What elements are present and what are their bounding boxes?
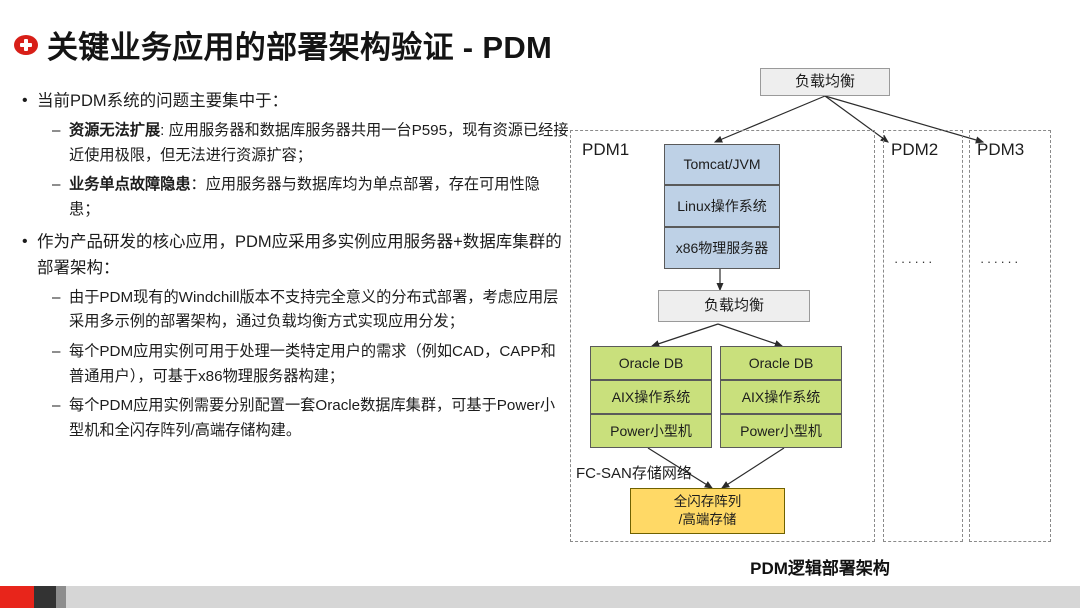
bullet-marker: – — [52, 122, 61, 140]
bullet-marker: • — [22, 232, 28, 250]
db2-cell-power: Power小型机 — [720, 414, 842, 448]
bullet-marker: – — [52, 342, 61, 360]
app-stack-cell-label: Linux操作系统 — [677, 197, 767, 214]
footer-block-light — [66, 586, 1080, 608]
bullet-emphasis: 资源无法扩展 — [69, 122, 161, 140]
panel-pdm2 — [883, 130, 963, 542]
db2-cell-aix: AIX操作系统 — [720, 380, 842, 414]
panel-pdm2-label: PDM2 — [891, 140, 939, 159]
app-stack-cell-linux: Linux操作系统 — [664, 185, 780, 227]
footer-bar — [0, 586, 1080, 608]
bullet-item-2: – 资源无法扩展: 应用服务器和数据库服务器共用一台P595，现有资源已经接近使… — [52, 119, 570, 168]
bullet-text: 由于PDM现有的Windchill版本不支持完全意义的分布式部署，考虑应用层采用… — [69, 288, 559, 331]
bullet-item-5: – 由于PDM现有的Windchill版本不支持完全意义的分布式部署，考虑应用层… — [52, 286, 570, 335]
fcsan-label: FC-SAN存储网络 — [576, 465, 692, 482]
bullet-item-4: • 作为产品研发的核心应用，PDM应采用多实例应用服务器+数据库集群的部署架构： — [22, 229, 570, 281]
bullet-rest: : 应用服务器和数据库服务器共用一台P595，现有资源已经接近使用极限，但无法进… — [69, 122, 569, 164]
db1-cell-power: Power小型机 — [590, 414, 712, 448]
plus-circle-icon — [14, 34, 38, 55]
bullet-item-3: – 业务单点故障隐患：应用服务器与数据库均为单点部署，存在可用性隐患； — [52, 173, 570, 222]
db1-cell-aix: AIX操作系统 — [590, 380, 712, 414]
mid-load-balancer-box: 负载均衡 — [658, 290, 810, 322]
bullet-text: 每个PDM应用实例需要分别配置一套Oracle数据库集群，可基于Power小型机… — [69, 397, 556, 439]
bullet-item-6: – 每个PDM应用实例可用于处理一类特定用户的需求（例如CAD，CAPP和普通用… — [52, 340, 570, 389]
app-stack-cell-label: Tomcat/JVM — [683, 156, 761, 173]
footer-block-gray — [56, 586, 66, 608]
db-cell-label: AIX操作系统 — [611, 388, 691, 405]
db-cell-label: Power小型机 — [610, 422, 692, 439]
top-load-balancer-box: 负载均衡 — [760, 68, 890, 96]
panel-pdm2-ellipsis: ······ — [894, 254, 935, 269]
db-cell-label: Oracle DB — [748, 354, 814, 371]
bullet-list: • 当前PDM系统的问题主要集中于： – 资源无法扩展: 应用服务器和数据库服务… — [22, 88, 570, 448]
storage-line-2: /高端存储 — [678, 512, 737, 527]
page-title: 关键业务应用的部署架构验证 - PDM — [14, 22, 552, 67]
app-stack-cell-tomcat: Tomcat/JVM — [664, 144, 780, 185]
panel-pdm3-ellipsis: ······ — [980, 254, 1021, 269]
panel-pdm3-label: PDM3 — [977, 140, 1025, 159]
page-title-text: 关键业务应用的部署架构验证 - PDM — [47, 30, 553, 65]
bullet-marker: – — [52, 397, 61, 415]
bullet-text: 作为产品研发的核心应用，PDM应采用多实例应用服务器+数据库集群的部署架构： — [37, 232, 562, 277]
pdm-architecture-diagram: 负载均衡 PDM1 PDM2 ······ PDM3 ······ Tomcat… — [560, 56, 1080, 608]
db-cell-label: Power小型机 — [740, 422, 822, 439]
app-stack-cell-label: x86物理服务器 — [675, 239, 769, 256]
mid-load-balancer-label: 负载均衡 — [703, 297, 764, 315]
bullet-marker: • — [22, 92, 28, 109]
bullet-text: 当前PDM系统的问题主要集中于： — [37, 92, 289, 110]
storage-array-box: 全闪存阵列 /高端存储 — [630, 488, 785, 534]
db2-cell-oracle: Oracle DB — [720, 346, 842, 380]
footer-block-red — [0, 586, 34, 608]
bullet-marker: – — [52, 176, 61, 194]
bullet-marker: – — [52, 288, 61, 306]
bullet-emphasis: 业务单点故障隐患 — [69, 176, 191, 194]
bullet-item-1: • 当前PDM系统的问题主要集中于： — [22, 88, 570, 114]
bullet-text: 每个PDM应用实例可用于处理一类特定用户的需求（例如CAD，CAPP和普通用户）… — [69, 342, 556, 385]
footer-block-dark — [34, 586, 56, 608]
top-load-balancer-label: 负载均衡 — [794, 73, 855, 91]
diagram-connectors — [647, 95, 985, 489]
db-cell-label: Oracle DB — [618, 354, 684, 371]
diagram-caption: PDM逻辑部署架构 — [750, 559, 890, 578]
bullet-item-7: – 每个PDM应用实例需要分别配置一套Oracle数据库集群，可基于Power小… — [52, 394, 570, 443]
bullet-text: 业务单点故障隐患：应用服务器与数据库均为单点部署，存在可用性隐患； — [69, 173, 570, 222]
panel-pdm3 — [969, 130, 1051, 542]
panel-pdm1-label: PDM1 — [582, 140, 630, 159]
panel-pdm1 — [570, 130, 875, 542]
bullet-text: 资源无法扩展: 应用服务器和数据库服务器共用一台P595，现有资源已经接近使用极… — [69, 119, 570, 168]
app-stack-cell-x86: x86物理服务器 — [664, 227, 780, 269]
bullet-rest: ：应用服务器与数据库均为单点部署，存在可用性隐患； — [69, 176, 540, 218]
db-cell-label: AIX操作系统 — [741, 388, 821, 405]
db1-cell-oracle: Oracle DB — [590, 346, 712, 380]
storage-line-1: 全闪存阵列 — [673, 494, 742, 510]
